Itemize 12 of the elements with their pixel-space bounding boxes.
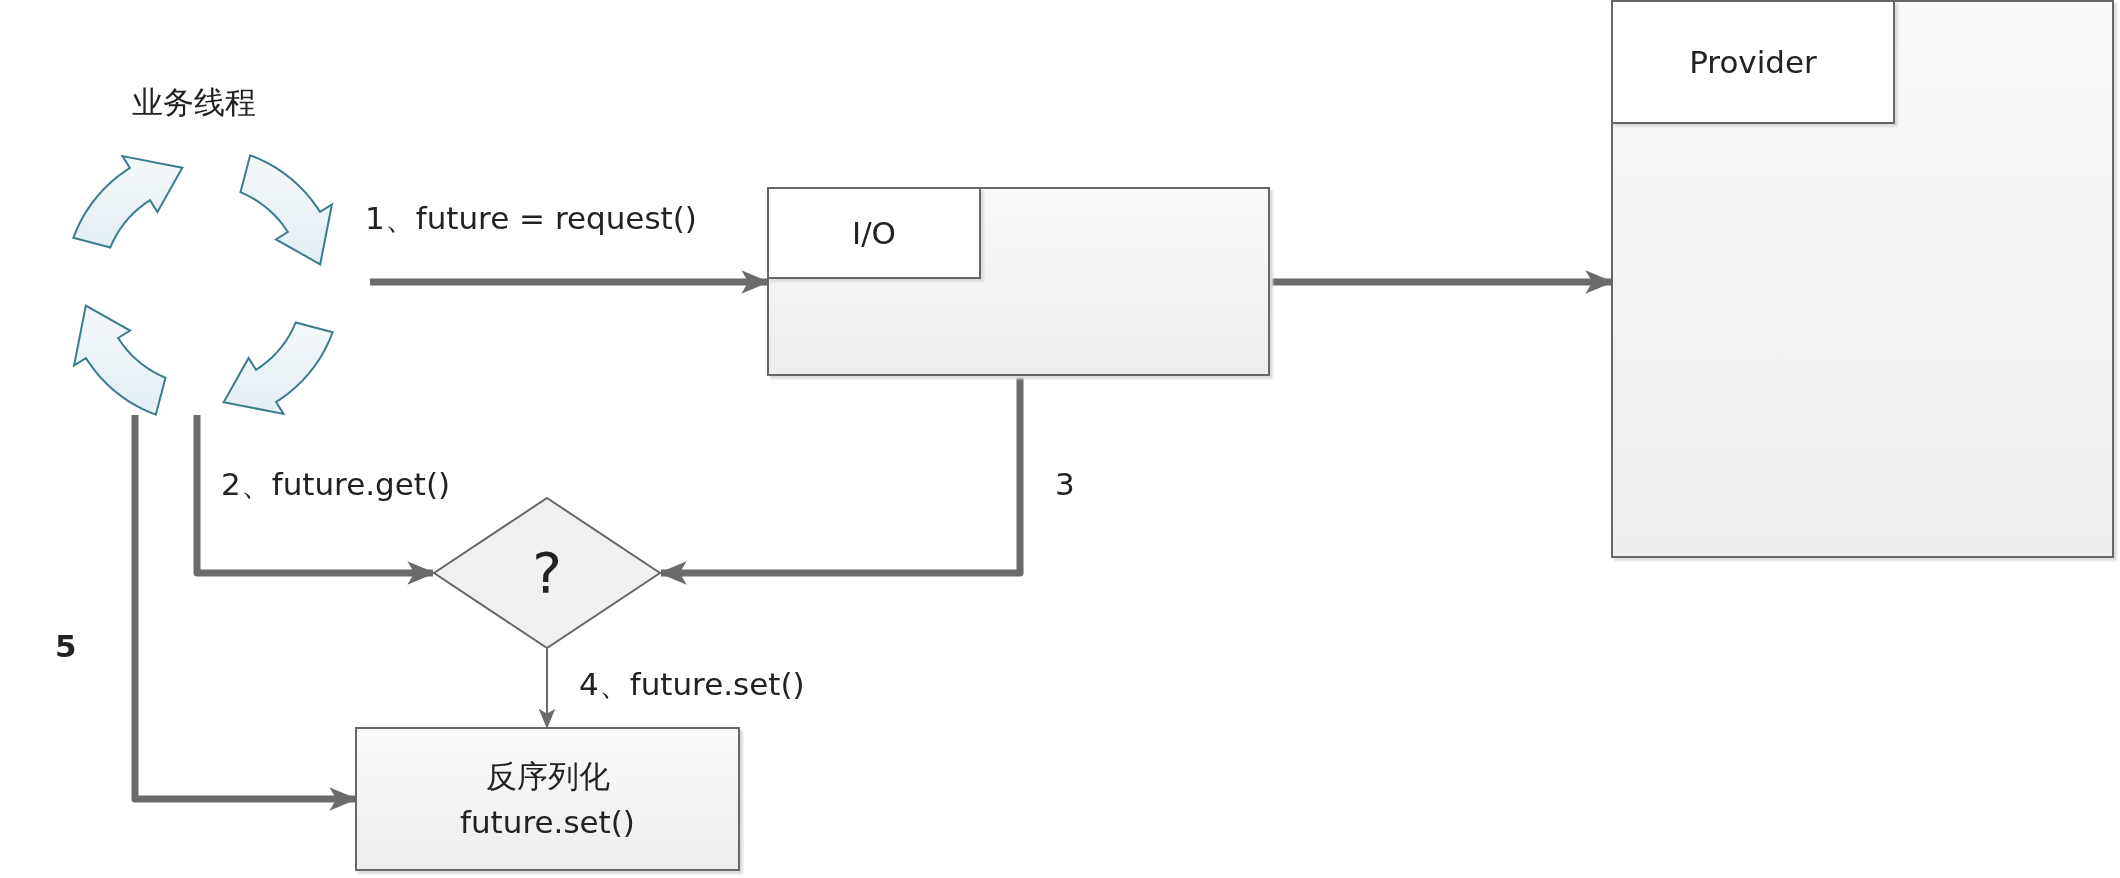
arrow: [658, 376, 1024, 585]
thread-title: 业务线程: [132, 83, 256, 122]
arrow: [538, 648, 556, 729]
label-tab: [767, 187, 981, 279]
label-tab: [1611, 0, 1895, 124]
container-box: [767, 187, 1270, 376]
box-label: Provider: [1689, 44, 1817, 80]
box-label: I/O: [852, 215, 896, 251]
process-box: [355, 727, 740, 871]
decision-label: ?: [532, 545, 562, 601]
box-label: 反序列化 future.set(): [459, 756, 636, 842]
container-box: [1611, 0, 2114, 558]
